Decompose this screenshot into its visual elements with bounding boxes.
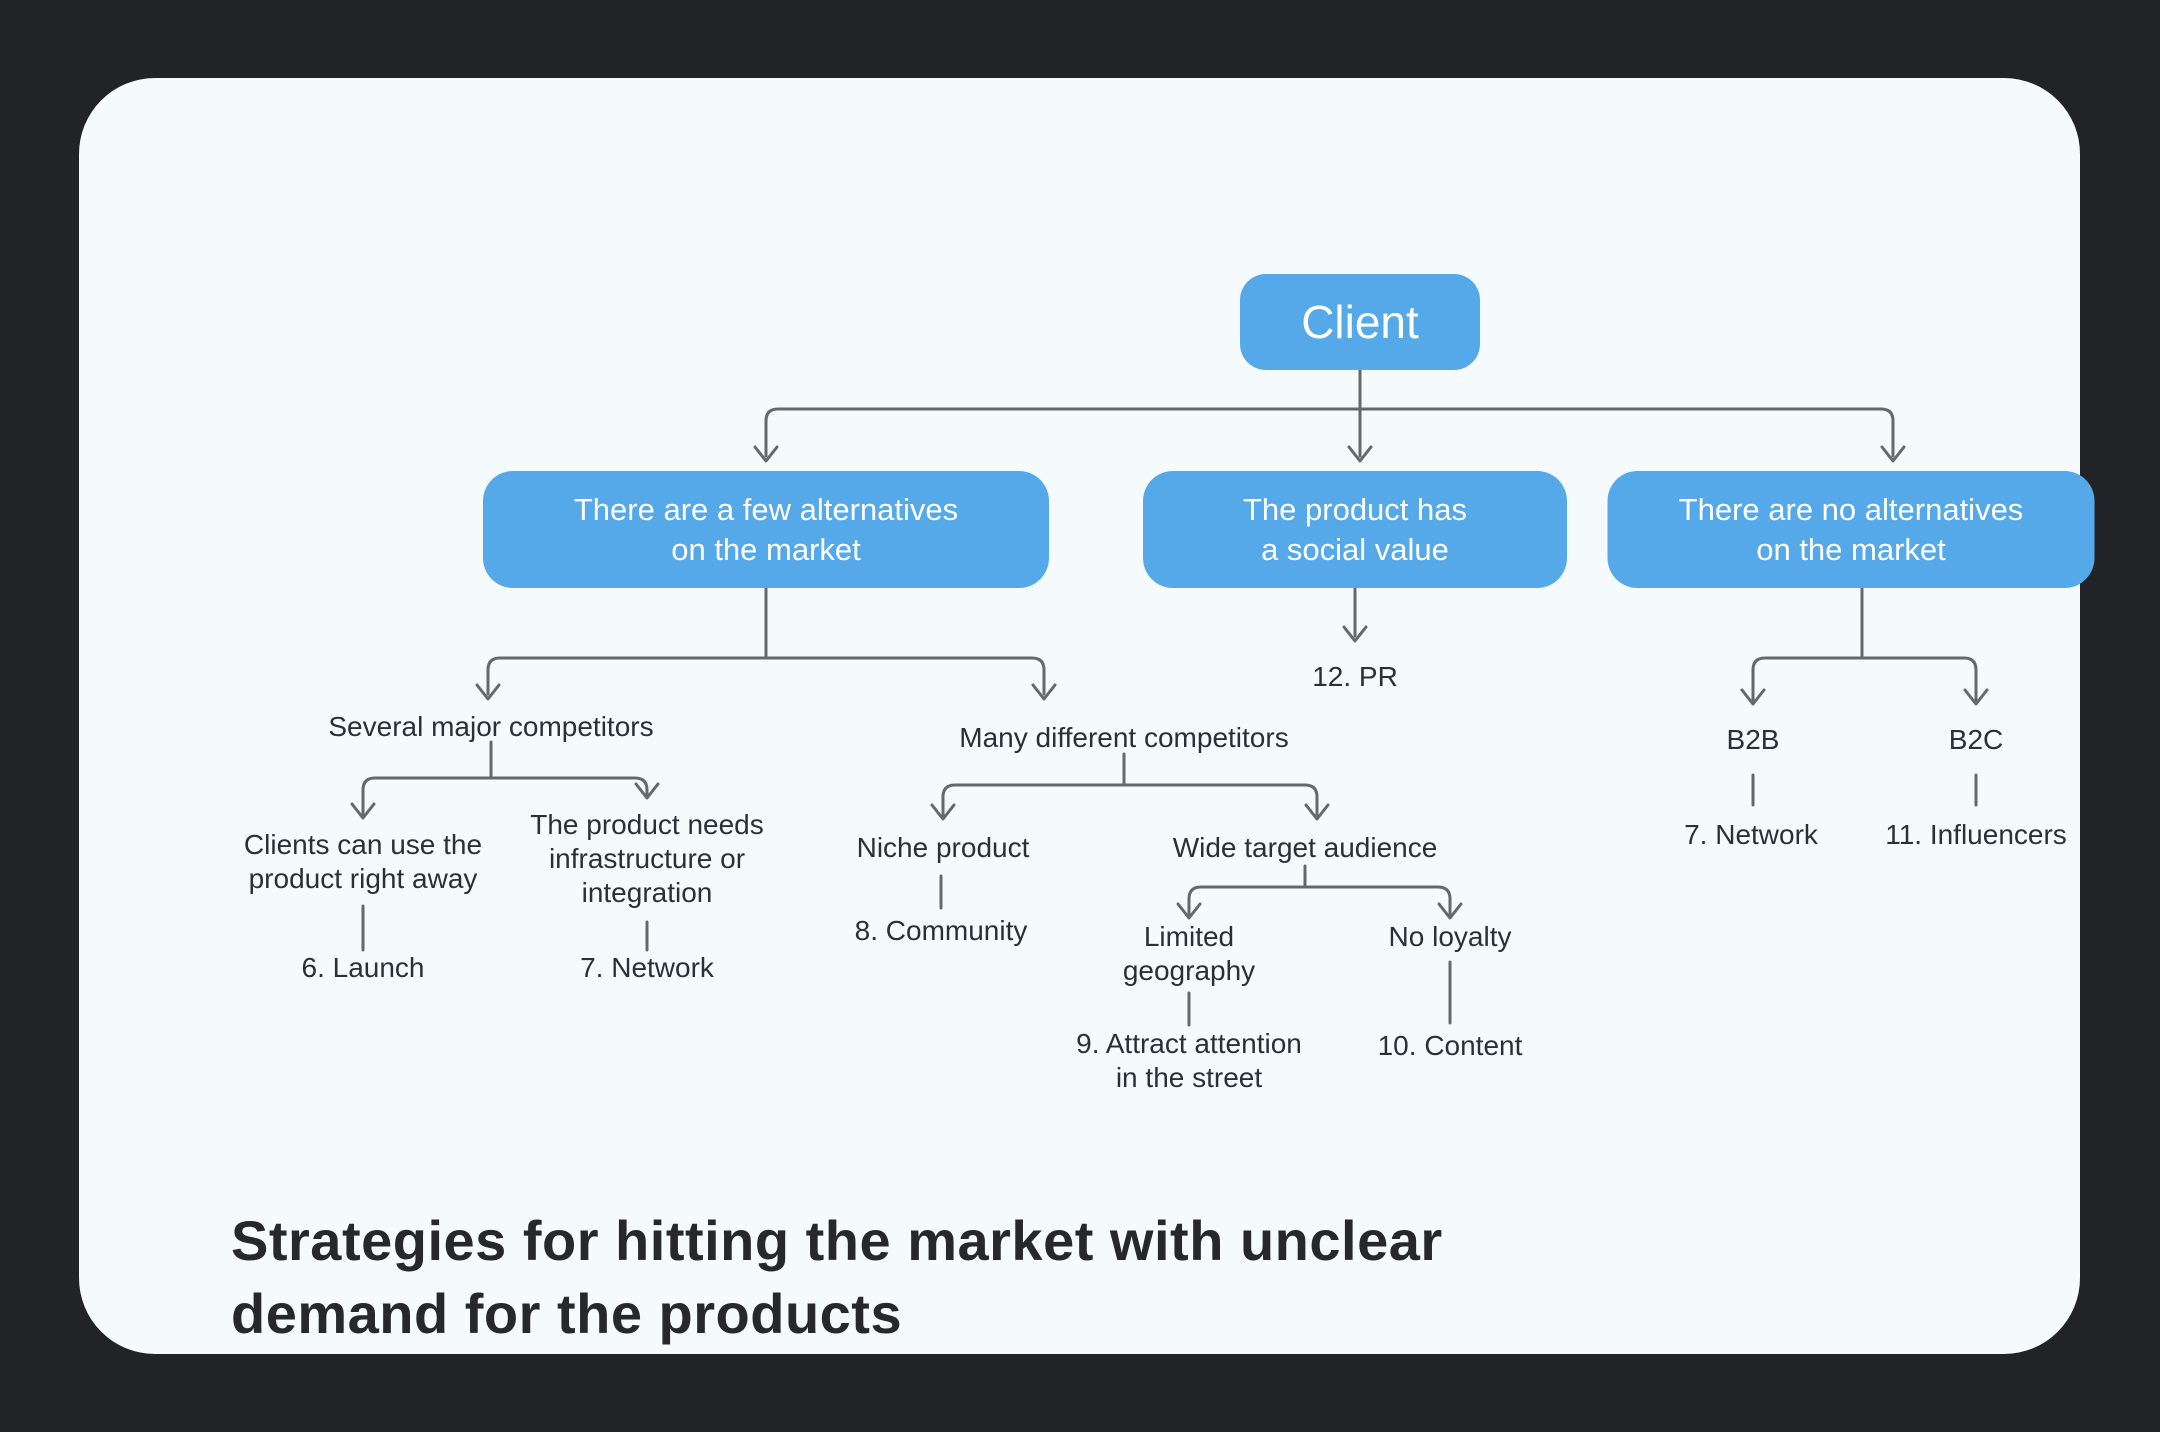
connector-wide-split bbox=[1187, 864, 1452, 916]
label-attract-attention-line2: in the street bbox=[1115, 1062, 1263, 1093]
label-network-left-text: 7. Network bbox=[580, 952, 714, 983]
label-influencers-text: 11. Influencers bbox=[1885, 819, 2067, 850]
label-product-needs-line2: infrastructure or bbox=[548, 843, 746, 874]
label-niche-product-text: Niche product bbox=[856, 832, 1030, 863]
label-no-loyalty-text: No loyalty bbox=[1388, 921, 1512, 952]
connector-many-split bbox=[941, 752, 1319, 817]
label-several-major: Several major competitors bbox=[328, 710, 653, 744]
arrowhead-social-to-pr bbox=[1342, 625, 1368, 643]
arrowheads-few-split bbox=[475, 683, 1057, 701]
arrowheads-client-to-level1 bbox=[753, 445, 1906, 463]
connector-several-split bbox=[361, 740, 649, 816]
node-client-label: Client bbox=[1301, 296, 1419, 348]
label-product-needs: The product needs infrastructure or inte… bbox=[530, 808, 764, 910]
label-many-different: Many different competitors bbox=[959, 721, 1288, 755]
connector-b2b-b2c-drops bbox=[1751, 773, 1978, 807]
node-few-alternatives-line2: on the market bbox=[671, 531, 861, 567]
label-network-left: 7. Network bbox=[580, 951, 714, 985]
label-wide-audience: Wide target audience bbox=[1173, 831, 1438, 865]
node-social-value-line2: a social value bbox=[1261, 531, 1449, 567]
slide-title-line1: Strategies for hitting the market with u… bbox=[231, 1209, 1443, 1272]
label-launch-text: 6. Launch bbox=[301, 952, 425, 983]
arrowheads-wide-split bbox=[1176, 902, 1463, 920]
label-wide-audience-text: Wide target audience bbox=[1172, 832, 1438, 863]
label-content: 10. Content bbox=[1378, 1029, 1523, 1063]
node-client: Client bbox=[1240, 274, 1480, 370]
label-limited-geography-line1: Limited bbox=[1143, 921, 1235, 952]
label-network-right-text: 7. Network bbox=[1684, 819, 1818, 850]
connector-few-split bbox=[486, 586, 1046, 696]
node-no-alternatives-line2: on the market bbox=[1756, 531, 1946, 567]
label-product-needs-line3: integration bbox=[581, 877, 713, 908]
arrowheads-many-split bbox=[930, 803, 1330, 821]
arrowheads-noalt-split bbox=[1740, 688, 1989, 706]
label-network-right: 7. Network bbox=[1684, 818, 1818, 852]
label-pr: 12. PR bbox=[1312, 660, 1398, 694]
node-social-value-line1: The product has bbox=[1242, 491, 1468, 527]
label-community-text: 8. Community bbox=[854, 915, 1028, 946]
node-few-alternatives-line1: There are a few alternatives bbox=[573, 491, 959, 527]
slide-title-line2: demand for the products bbox=[231, 1282, 903, 1345]
slide-title: Strategies for hitting the market with u… bbox=[231, 1204, 1443, 1350]
label-clients-use: Clients can use the product right away bbox=[244, 828, 482, 896]
label-content-text: 10. Content bbox=[1377, 1030, 1523, 1061]
label-b2c-text: B2C bbox=[1948, 724, 2004, 755]
label-niche-product: Niche product bbox=[857, 831, 1030, 865]
label-influencers: 11. Influencers bbox=[1885, 818, 2067, 852]
label-limited-geography-line2: geography bbox=[1122, 955, 1256, 986]
label-launch: 6. Launch bbox=[302, 951, 425, 985]
label-pr-text: 12. PR bbox=[1312, 661, 1398, 692]
slide-card: Client There are a few alternatives on t… bbox=[79, 78, 2095, 1354]
label-community: 8. Community bbox=[855, 914, 1028, 948]
label-limited-geography: Limited geography bbox=[1123, 920, 1255, 988]
label-b2b: B2B bbox=[1727, 723, 1780, 757]
label-attract-attention-line1: 9. Attract attention bbox=[1076, 1028, 1302, 1059]
label-several-major-text: Several major competitors bbox=[328, 711, 654, 742]
label-b2b-text: B2B bbox=[1726, 724, 1780, 755]
label-b2c: B2C bbox=[1949, 723, 2003, 757]
node-no-alternatives: There are no alternatives on the market bbox=[1607, 471, 2095, 588]
node-social-value: The product has a social value bbox=[1143, 471, 1567, 588]
connector-client-to-level1 bbox=[764, 368, 1895, 458]
label-product-needs-line1: The product needs bbox=[530, 809, 764, 840]
connector-launch-network bbox=[361, 904, 649, 952]
label-clients-use-line1: Clients can use the bbox=[243, 829, 483, 860]
label-no-loyalty: No loyalty bbox=[1389, 920, 1512, 954]
label-clients-use-line2: product right away bbox=[248, 863, 478, 894]
label-many-different-text: Many different competitors bbox=[959, 722, 1289, 753]
node-no-alternatives-line1: There are no alternatives bbox=[1678, 491, 2024, 527]
connector-noalt-split bbox=[1751, 586, 1978, 702]
label-attract-attention: 9. Attract attention in the street bbox=[1076, 1027, 1302, 1095]
node-few-alternatives: There are a few alternatives on the mark… bbox=[483, 471, 1049, 588]
